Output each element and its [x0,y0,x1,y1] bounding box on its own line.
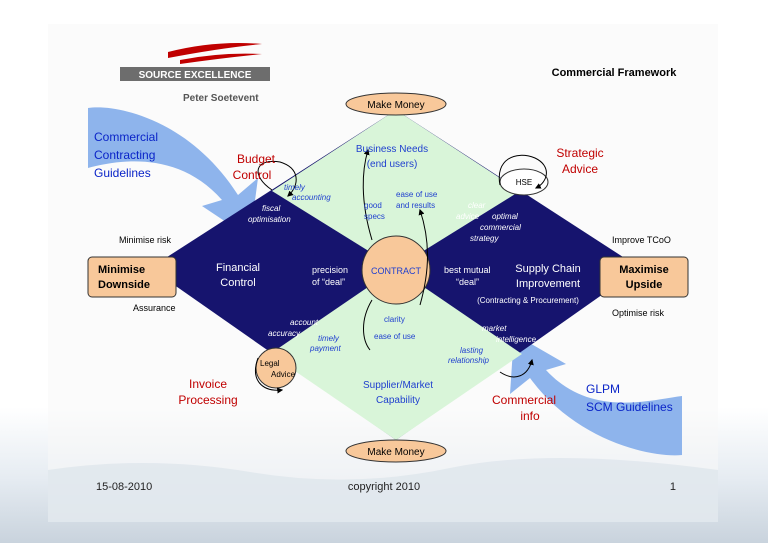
optimal-strategy-line2: commercial [480,223,521,232]
maximise-upside-box: Maximise Upside [599,256,689,298]
commercial-info-line2: info [520,409,540,423]
strategic-advice-line2: Advice [562,162,598,176]
invoice-processing-line1: Invoice [189,377,227,391]
supply-chain-line1: Supply Chain [515,263,580,275]
logo-text: SOURCE EXCELLENCE [139,70,252,81]
best-mutual-line1: best mutual [444,265,491,275]
timely-payment-line2: payment [309,344,341,353]
page-title: Commercial Framework [552,67,678,79]
ease-of-use-label: ease of use [374,332,416,341]
left-blue-arrow [88,107,258,238]
ease-of-use-arrow [418,208,428,306]
financial-control-line1: Financial [216,262,260,274]
commercial-guidelines-line2: Contracting [94,148,155,162]
hse-label: HSE [516,178,532,187]
optimise-risk-label: Optimise risk [612,308,665,318]
make-money-bottom-node: Make Money [345,439,447,463]
timely-payment-line1: timely [318,334,340,343]
good-specs-arrow [362,148,373,241]
right-blue-arrow [510,334,682,456]
logo: SOURCE EXCELLENCE Peter Soetevent [120,43,270,104]
footer-date: 15-08-2010 [96,481,152,493]
ease-results-line2: and results [396,201,435,210]
clear-advice-line1: clear [468,201,486,210]
hse-loop-arrow [498,154,547,189]
glpm-line2: SCM Guidelines [586,400,673,414]
glpm-line1: GLPM [586,382,620,396]
supplier-market-quadrant [270,268,522,440]
legal-advice-line1: Legal [260,359,280,368]
market-intelligence-line1: market [482,324,507,333]
clarity-label: clarity [384,315,405,324]
legal-advice-line2: Advice [271,370,296,379]
business-needs-line2: (end users) [367,159,418,170]
make-money-bottom-label: Make Money [367,447,424,458]
logo-swoosh-icon-2 [180,53,262,64]
precision-deal-line2: of “deal” [312,277,345,287]
minimise-downside-line1: Minimise [98,264,145,276]
make-money-top-label: Make Money [367,100,424,111]
minimise-downside-line2: Downside [98,279,150,291]
lasting-relationship-line1: lasting [460,346,484,355]
market-intelligence-line2: intelligence [496,335,537,344]
business-needs-quadrant [272,110,520,268]
commercial-guidelines-line3: Guidelines [94,166,151,180]
minimise-downside-box: Minimise Downside [87,256,177,298]
logo-swoosh-icon [168,43,262,58]
good-specs-line1: good [364,201,382,210]
fiscal-optimisation-line2: optimisation [248,215,291,224]
author-name: Peter Soetevent [183,93,259,104]
commercial-guidelines-line1: Commercial [94,130,158,144]
footer-copyright: copyright 2010 [348,481,420,493]
hse-node: HSE [499,168,549,196]
supply-chain-line2: Improvement [516,278,580,290]
contract-label: CONTRACT [371,266,421,276]
clear-advice-line2: advice [456,212,480,221]
lasting-relationship-line2: relationship [448,356,489,365]
commercial-info-line1: Commercial [492,393,556,407]
assurance-label: Assurance [133,303,176,313]
supplier-market-line2: Capability [376,395,420,406]
budget-control-line1: Budget [237,152,276,166]
budget-control-line2: Control [233,168,272,182]
timely-accounting-line2: accounting [292,193,331,202]
optimal-strategy-line3: strategy [470,234,499,243]
make-money-top-node: Make Money [345,92,447,116]
legal-advice-node: Legal Advice [255,347,297,389]
supplier-market-line1: Supplier/Market [363,380,433,391]
account-accuracy-line2: accuracy [268,329,301,338]
maximise-upside-line1: Maximise [619,264,669,276]
legal-loop-arrow [255,357,284,394]
invoice-processing-line2: Processing [178,393,237,407]
commercial-info-arrow [499,358,534,378]
maximise-upside-line2: Upside [626,279,663,291]
supply-chain-subtitle: (Contracting & Procurement) [477,296,579,305]
water-decoration [48,457,718,522]
minimise-risk-label: Minimise risk [119,235,172,245]
business-needs-line1: Business Needs [356,144,428,155]
precision-deal-line1: precision [312,265,348,275]
clarity-arrow [363,299,373,351]
logo-bar [120,67,270,81]
fiscal-optimisation-line1: fiscal [262,204,280,213]
improve-tcoo-label: Improve TCoO [612,235,671,245]
best-mutual-line2: “deal” [456,277,479,287]
footer-page-number: 1 [670,481,676,493]
budget-loop-arrow [257,160,297,197]
ease-results-line1: ease of use [396,190,438,199]
contract-node: CONTRACT [361,235,431,305]
financial-control-line2: Control [220,277,255,289]
good-specs-line2: specs [364,212,385,221]
account-accuracy-line1: account [290,318,319,327]
timely-accounting-line1: timely [284,183,306,192]
optimal-strategy-line1: optimal [492,212,518,221]
strategic-advice-line1: Strategic [556,146,603,160]
